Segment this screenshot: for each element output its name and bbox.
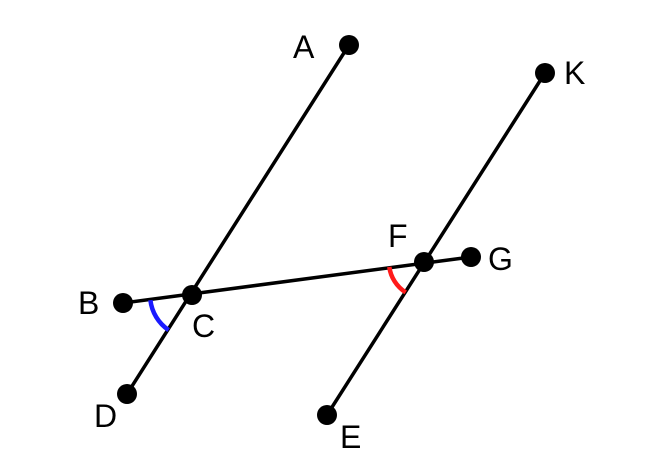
point-c xyxy=(182,285,202,305)
angle-arc-at-c xyxy=(148,299,170,332)
label-e: E xyxy=(340,419,361,452)
point-g xyxy=(461,247,481,267)
label-g: G xyxy=(488,241,513,277)
segment-k-e xyxy=(325,71,547,417)
label-d: D xyxy=(94,398,117,434)
point-d xyxy=(117,384,137,404)
point-f xyxy=(414,252,434,272)
point-k xyxy=(535,63,555,83)
segment-b-g xyxy=(121,255,473,305)
label-c: C xyxy=(192,308,215,344)
label-a: A xyxy=(293,29,315,65)
point-a xyxy=(339,35,359,55)
label-f: F xyxy=(388,218,408,254)
segment-a-d xyxy=(125,43,351,396)
point-e xyxy=(317,405,337,425)
point-b xyxy=(113,293,133,313)
angle-arc-at-f xyxy=(387,266,407,295)
label-k: K xyxy=(564,55,585,91)
label-b: B xyxy=(78,285,99,321)
